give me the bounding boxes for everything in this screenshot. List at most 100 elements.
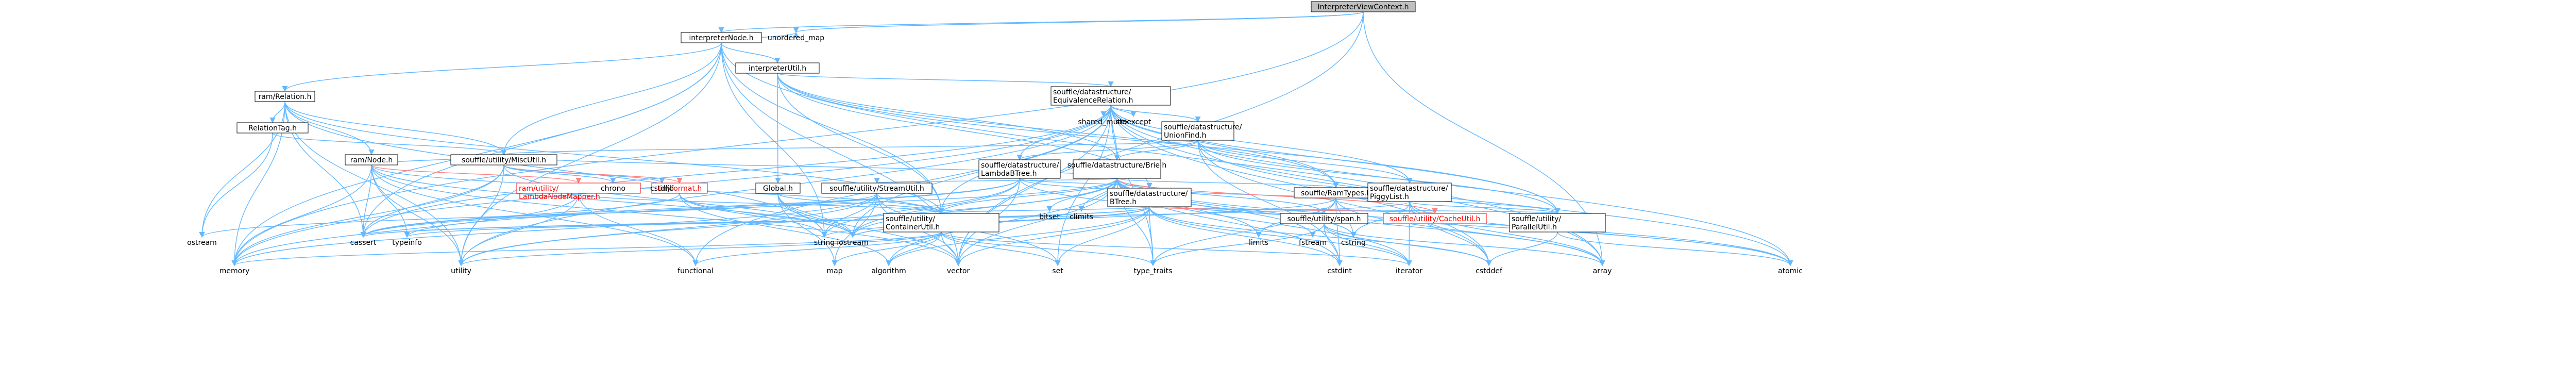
file-node-span[interactable]: souffle/utility/span.h xyxy=(1280,213,1368,224)
include-edge xyxy=(777,73,1339,189)
file-node-global[interactable]: Global.h xyxy=(755,182,801,194)
file-node-cache[interactable]: souffle/utility/CacheUtil.h xyxy=(1383,213,1487,224)
include-edge xyxy=(941,231,1061,267)
include-edge xyxy=(1409,201,1492,267)
node-box xyxy=(1073,159,1161,179)
file-node-lambda[interactable]: ram/utility/LambdaNodeMapper.h xyxy=(516,182,641,201)
node-box xyxy=(1050,86,1171,106)
file-node-uf[interactable]: souffle/datastructure/UnionFind.h xyxy=(1161,121,1242,141)
file-node-root[interactable]: InterpreterViewContext.h xyxy=(1311,1,1416,12)
system-header-limits: limits xyxy=(1249,239,1268,247)
system-header-iostream: iostream xyxy=(837,239,869,247)
system-header-atomic: atomic xyxy=(1778,267,1803,275)
node-label: ram/utility/ xyxy=(519,185,558,193)
file-node-ramnode[interactable]: ram/Node.h xyxy=(345,154,398,165)
file-node-reltag[interactable]: RelationTag.h xyxy=(236,122,309,134)
include-edge xyxy=(282,42,722,92)
include-edge xyxy=(1116,178,1438,214)
include-edge xyxy=(777,193,944,214)
node-layer: InterpreterViewContext.h interpreterNode.… xyxy=(236,1,1606,233)
node-label: souffle/datastructure/ xyxy=(981,161,1059,170)
include-edge xyxy=(503,164,616,184)
include-edge xyxy=(777,73,1114,88)
node-label: souffle/RamTypes.h xyxy=(1301,189,1371,197)
include-edge xyxy=(692,231,942,267)
system-header-algorithm: algorithm xyxy=(871,267,906,275)
include-edge xyxy=(775,73,781,184)
include-edge xyxy=(938,178,1117,214)
include-edge xyxy=(1110,105,1137,118)
include-edge xyxy=(941,231,1412,267)
node-label: souffle/utility/span.h xyxy=(1287,215,1361,223)
file-node-node[interactable]: interpreterNode.h xyxy=(681,32,762,43)
include-edge xyxy=(1110,105,1561,214)
node-label: souffle/datastructure/ xyxy=(1110,190,1188,198)
file-node-tiny[interactable]: tinyformat.h xyxy=(651,182,708,194)
include-edge xyxy=(231,11,1364,267)
system-header-map: map xyxy=(826,267,842,275)
include-edge xyxy=(939,206,1150,214)
include-edge xyxy=(777,193,961,267)
include-edge xyxy=(1335,197,1605,267)
system-header-unordered-map: unordered_map xyxy=(768,34,824,42)
include-edge xyxy=(874,177,1117,184)
system-header-cassert: cassert xyxy=(350,239,377,247)
include-edge xyxy=(955,105,1111,267)
file-node-ramrel[interactable]: ram/Relation.h xyxy=(255,91,315,102)
include-edge xyxy=(1149,206,1437,214)
include-edge xyxy=(1110,105,1339,189)
file-node-cont[interactable]: souffle/utility/ContainerUtil.h xyxy=(883,213,999,233)
file-node-misc[interactable]: souffle/utility/MiscUtil.h xyxy=(450,154,557,165)
include-edge xyxy=(269,101,285,124)
include-edge xyxy=(679,193,856,238)
system-header-ostream: ostream xyxy=(187,239,217,247)
include-edge xyxy=(941,231,1156,267)
include-edge xyxy=(284,101,827,238)
include-edge xyxy=(832,193,877,267)
include-edge xyxy=(1197,140,1793,267)
file-node-par[interactable]: souffle/utility/ParallelUtil.h xyxy=(1509,213,1606,233)
node-label: interpreterUtil.h xyxy=(749,64,806,73)
node-box xyxy=(1280,213,1368,224)
node-label: souffle/datastructure/ xyxy=(1053,88,1131,96)
include-edge xyxy=(1114,140,1198,161)
file-node-eqrel[interactable]: souffle/datastructure/EquivalenceRelatio… xyxy=(1050,86,1171,106)
file-node-brie[interactable]: souffle/datastructure/Brie.h xyxy=(1067,159,1167,179)
system-header-memory: memory xyxy=(219,267,250,275)
node-label: EquivalenceRelation.h xyxy=(1053,96,1133,105)
file-node-btree[interactable]: souffle/datastructure/BTree.h xyxy=(1107,188,1192,207)
file-node-lbt[interactable]: souffle/datastructure/LambdaBTree.h xyxy=(978,159,1061,179)
file-node-piggy[interactable]: souffle/datastructure/PiggyList.h xyxy=(1367,182,1452,202)
node-label: LambdaBTree.h xyxy=(981,170,1037,178)
file-node-util[interactable]: interpreterUtil.h xyxy=(735,62,820,74)
include-edge xyxy=(1350,201,1410,238)
node-label: ContainerUtil.h xyxy=(886,223,940,231)
include-edge xyxy=(876,193,944,214)
file-node-ramtypes[interactable]: souffle/RamTypes.h xyxy=(1294,187,1378,198)
include-edge xyxy=(777,73,944,214)
node-label: ram/Relation.h xyxy=(258,93,311,101)
system-header-cstdlib: cstdlib xyxy=(650,185,674,193)
node-label: souffle/utility/ xyxy=(886,215,935,223)
include-edge xyxy=(679,193,827,238)
system-header-layer: unordered_mapshared_mutexstdexceptchrono… xyxy=(187,34,1803,275)
include-edge xyxy=(231,164,504,267)
include-edge xyxy=(1409,201,1605,267)
include-edge xyxy=(821,193,877,238)
include-edge xyxy=(360,42,722,238)
system-header-stdexcept: stdexcept xyxy=(1116,118,1151,126)
include-edge xyxy=(941,231,961,267)
include-edge xyxy=(458,164,504,267)
node-label: souffle/utility/StreamUtil.h xyxy=(829,185,924,193)
include-edge xyxy=(1055,105,1111,267)
system-header-cstddef: cstddef xyxy=(1476,267,1503,275)
include-edge xyxy=(955,206,1150,267)
include-edge xyxy=(1409,201,1561,214)
include-edge xyxy=(1116,178,1327,214)
node-box xyxy=(735,62,820,74)
file-node-stream[interactable]: souffle/utility/StreamUtil.h xyxy=(821,182,933,194)
node-label: tinyformat.h xyxy=(657,185,702,193)
include-edge xyxy=(1324,223,1343,267)
system-header-type-traits: type_traits xyxy=(1134,267,1173,275)
